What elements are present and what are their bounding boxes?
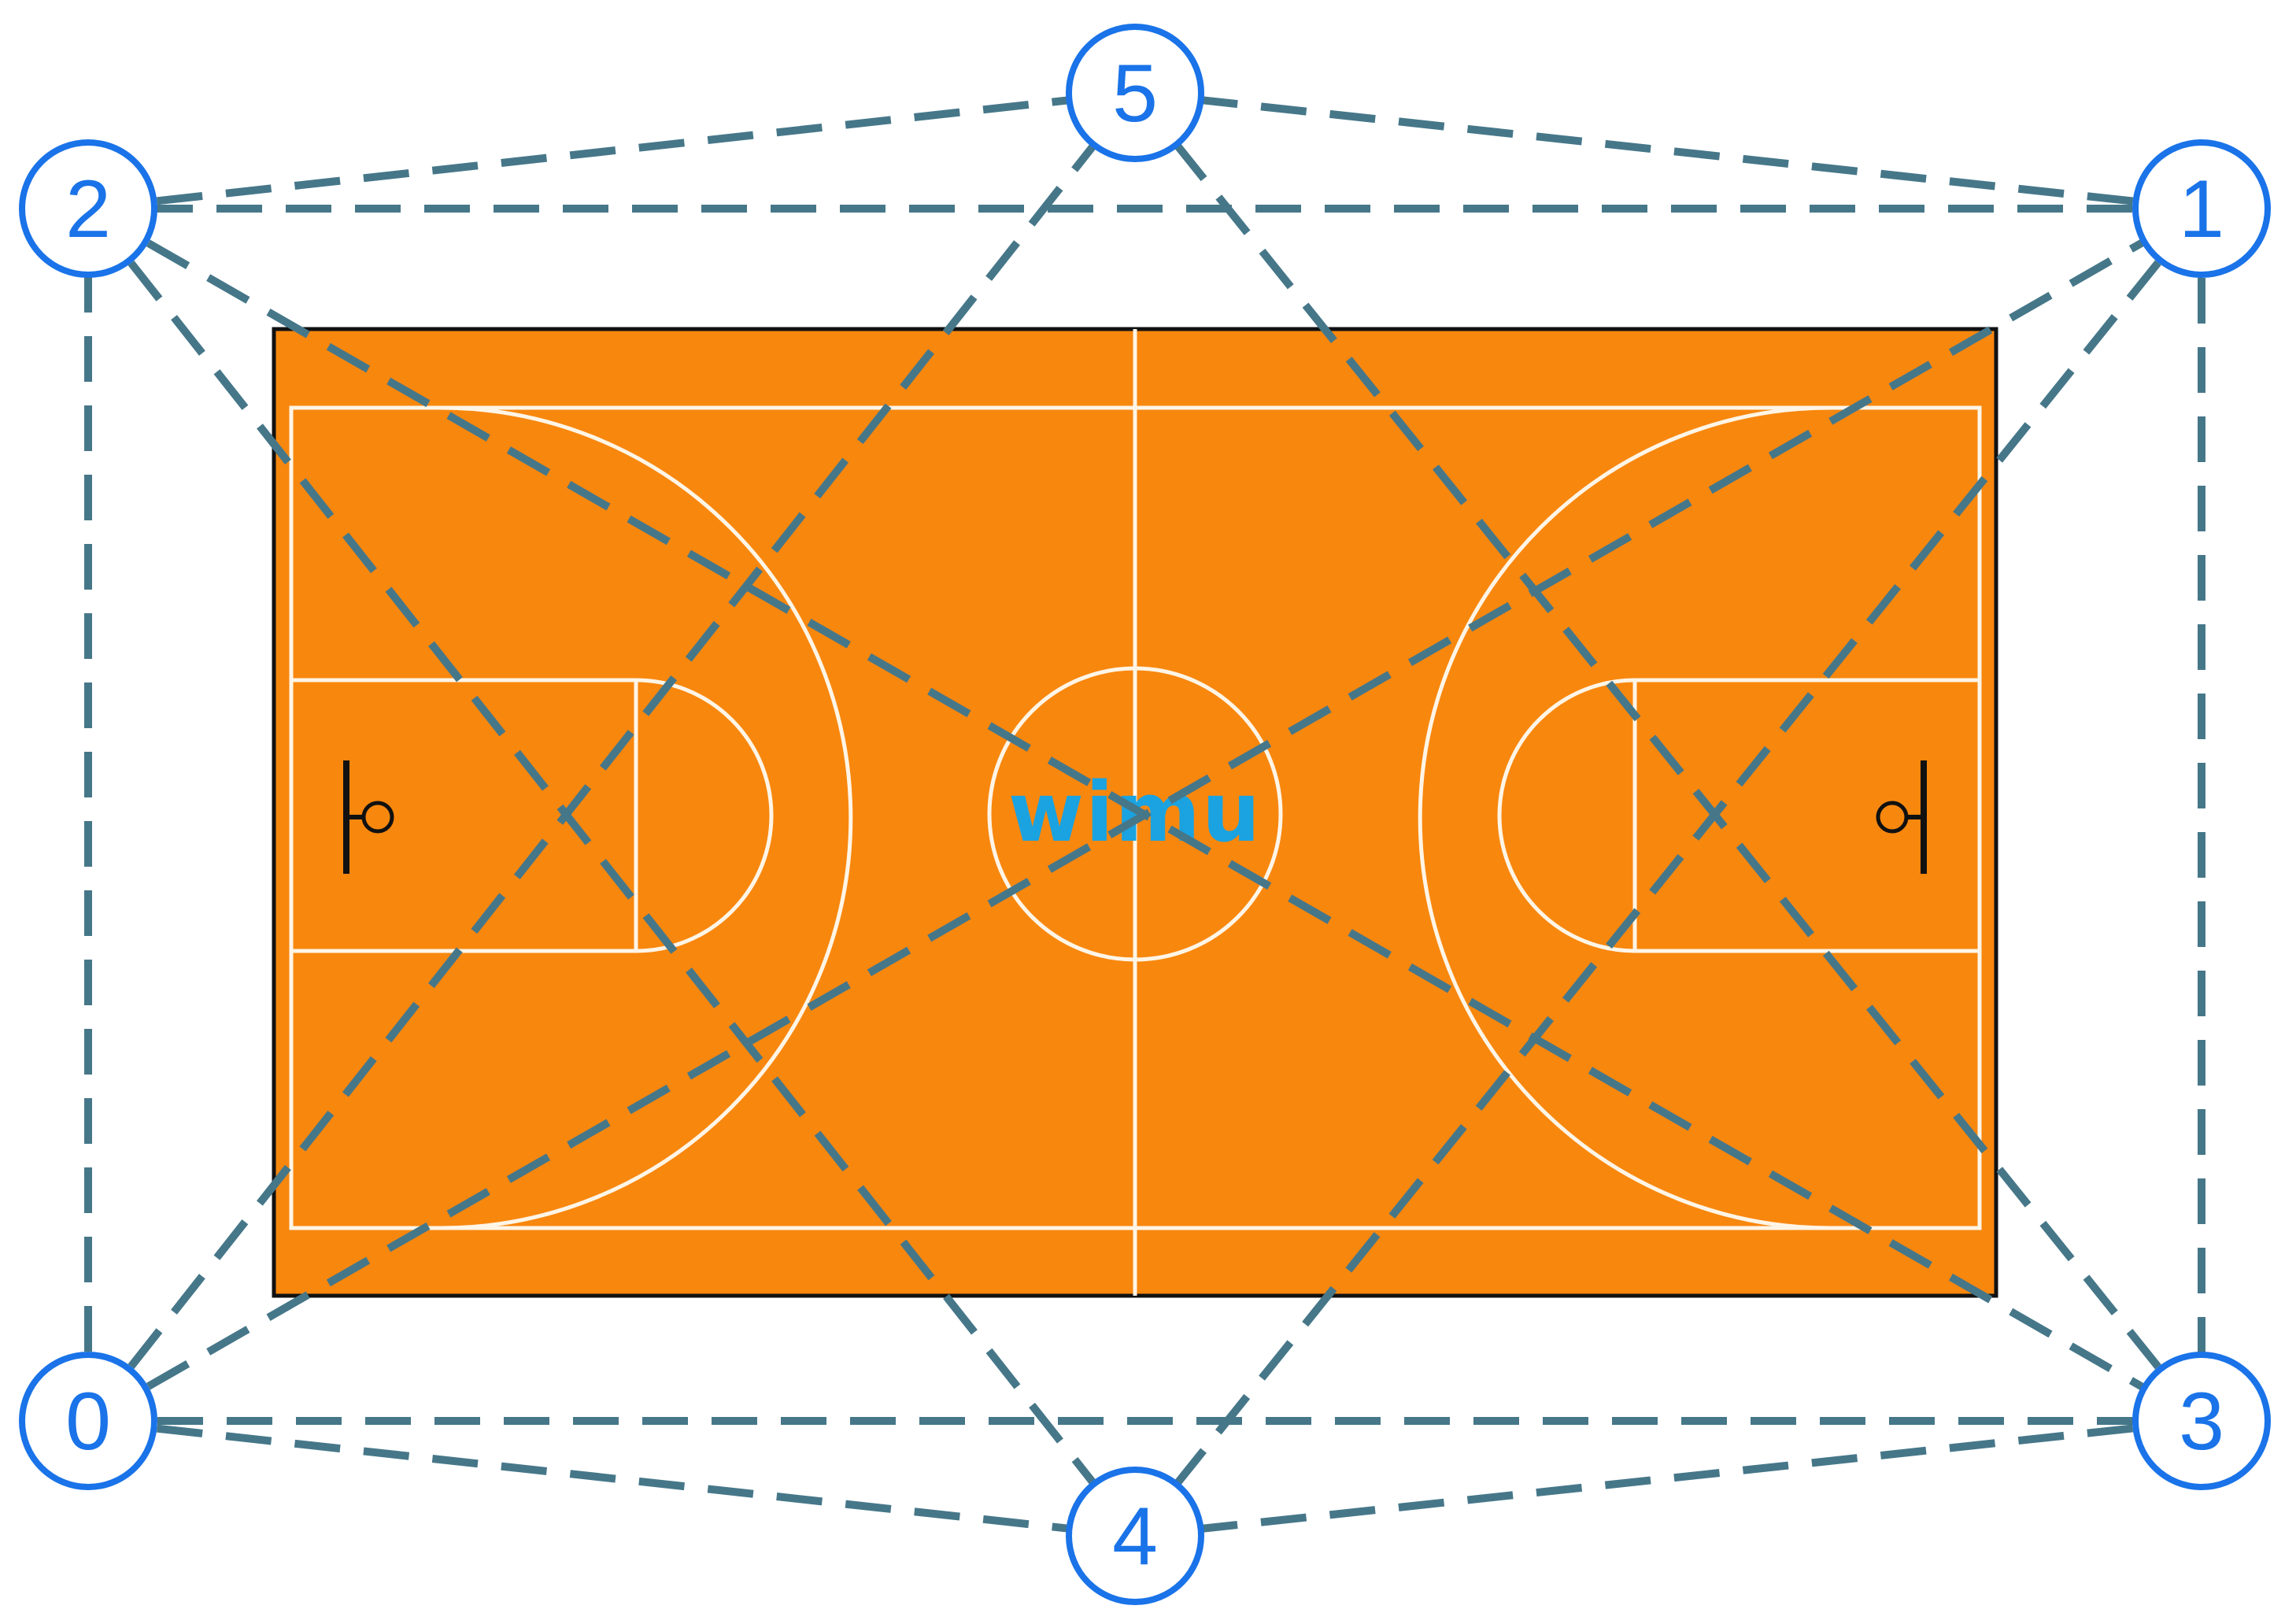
connection-lines (84, 89, 2205, 1540)
node-4-circle (1066, 1467, 1204, 1605)
connection-3-5 (1132, 90, 2205, 1424)
center-circle (987, 666, 1283, 962)
connection-3-4 (1134, 1417, 2202, 1540)
right-three-point-arc (1418, 405, 1980, 1230)
node-5-circle (1066, 24, 1204, 162)
node-3: 3 (2132, 1352, 2271, 1490)
connection-0-5 (85, 90, 1138, 1424)
right-key (1632, 678, 1982, 953)
node-2: 2 (19, 139, 157, 278)
node-0-label: 0 (65, 1376, 111, 1467)
node-0-circle (19, 1352, 157, 1490)
connection-2-5 (87, 89, 1136, 213)
sensor-nodes: 0 1 2 3 4 5 (19, 24, 2271, 1605)
node-1: 1 (2132, 139, 2271, 278)
left-free-throw-arc (635, 678, 774, 953)
node-2-label: 2 (65, 164, 111, 255)
left-rim (361, 801, 394, 834)
connection-2-3 (86, 205, 2204, 1425)
left-three-point-arc (291, 405, 853, 1230)
node-5-label: 5 (1112, 48, 1158, 139)
node-4: 4 (1066, 1467, 1204, 1605)
node-3-circle (2132, 1352, 2271, 1490)
connection-2-4 (85, 205, 1138, 1539)
node-4-label: 4 (1112, 1491, 1158, 1582)
connection-1-4 (1132, 205, 2205, 1539)
node-3-label: 3 (2179, 1376, 2224, 1467)
right-free-throw-arc (1497, 678, 1636, 953)
node-0: 0 (19, 1352, 157, 1490)
node-2-circle (19, 139, 157, 278)
node-5: 5 (1066, 24, 1204, 162)
right-rim (1876, 801, 1909, 834)
node-1-label: 1 (2179, 164, 2224, 255)
connection-0-4 (87, 1417, 1136, 1540)
connection-1-5 (1134, 89, 2202, 213)
left-key (289, 678, 638, 953)
node-1-circle (2132, 139, 2271, 278)
